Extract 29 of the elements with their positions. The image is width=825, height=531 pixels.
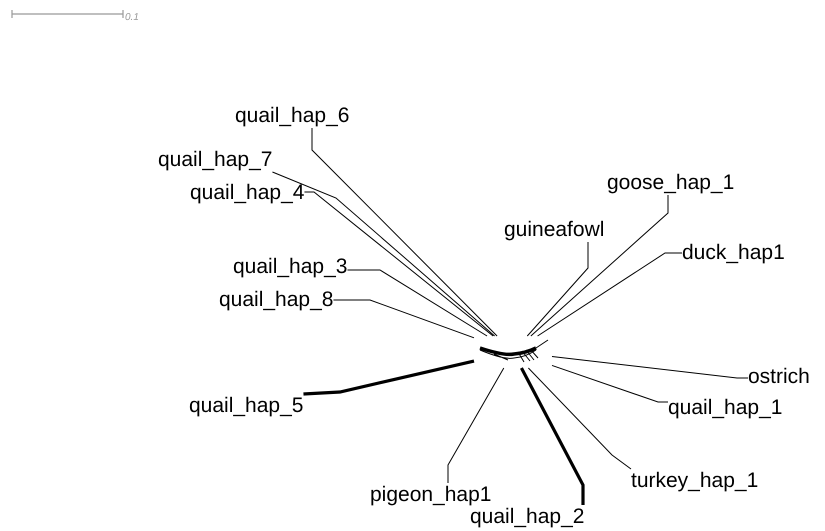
network-branch <box>537 252 682 336</box>
scale-value: 0.1 <box>125 12 139 23</box>
taxon-label: quail_hap_7 <box>158 148 272 172</box>
network-branch <box>520 367 585 505</box>
taxon-label: pigeon_hap1 <box>370 483 492 507</box>
taxon-label: guineafowl <box>504 218 604 242</box>
taxon-label: quail_hap_2 <box>470 505 584 529</box>
network-branch <box>272 172 496 336</box>
network-branch <box>303 359 474 396</box>
taxon-label: quail_hap_6 <box>235 104 350 128</box>
taxon-label: quail_hap_3 <box>233 255 348 279</box>
network-branch <box>530 194 668 336</box>
network-branch <box>552 364 668 402</box>
taxon-label: goose_hap_1 <box>607 171 734 195</box>
taxon-label: duck_hap1 <box>682 241 785 265</box>
taxon-label: quail_hap_1 <box>668 396 782 420</box>
network-branch <box>526 242 588 336</box>
taxon-label: quail_hap_4 <box>190 181 304 205</box>
taxon-label: ostrich <box>748 365 810 389</box>
network-branch <box>552 356 748 378</box>
taxon-label: quail_hap_5 <box>189 394 304 418</box>
network-branch <box>312 128 498 336</box>
network-branch <box>304 192 494 336</box>
taxon-label: quail_hap_8 <box>219 288 334 312</box>
taxon-label: turkey_hap_1 <box>631 469 758 493</box>
network-branch <box>332 300 474 338</box>
network-branch <box>448 368 504 484</box>
network-branch <box>346 270 488 336</box>
network-branch <box>528 368 632 470</box>
